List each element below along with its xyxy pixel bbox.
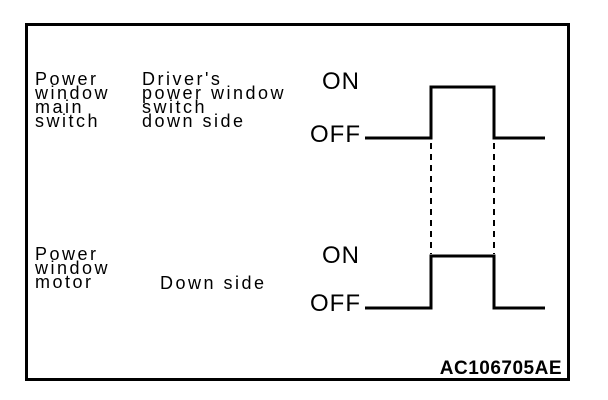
- switch-waveform: [365, 85, 545, 140]
- diagram-border: [25, 23, 570, 381]
- row2-on-label: ON: [322, 242, 360, 269]
- row1-signal-label: Driver's power window switch down side: [142, 69, 287, 131]
- row1-off-label: OFF: [310, 121, 361, 148]
- row2-off-label: OFF: [310, 290, 361, 317]
- motor-waveform: [365, 254, 545, 310]
- row2-component-label: Power window motor: [35, 244, 111, 292]
- row2-signal-label: Down side: [160, 273, 267, 293]
- row1-component-label: Power window main switch: [35, 69, 111, 131]
- row1-on-label: ON: [322, 68, 360, 95]
- figure-id: AC106705AE: [439, 358, 562, 379]
